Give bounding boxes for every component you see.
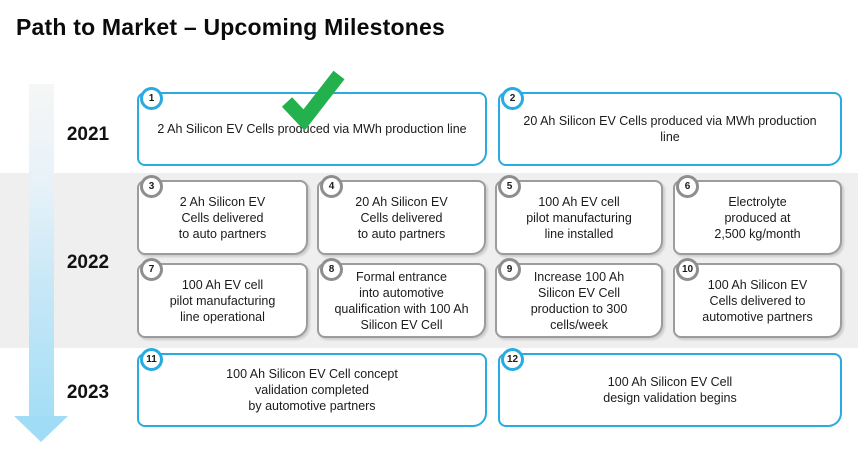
milestone-number-badge: 10: [676, 258, 699, 281]
milestone-number-badge: 9: [498, 258, 521, 281]
year-label-2023: 2023: [66, 382, 110, 403]
milestone-box-12: 12 100 Ah Silicon EV Cell design validat…: [498, 348, 842, 427]
milestone-box-8: 8 Formal entrance into automotive qualif…: [317, 258, 486, 338]
milestone-box-3: 3 2 Ah Silicon EV Cells delivered to aut…: [137, 175, 308, 255]
year-label-2021: 2021: [66, 124, 110, 145]
milestone-box-6: 6 Electrolyte produced at 2,500 kg/month: [673, 175, 842, 255]
milestone-text: 100 Ah EV cell pilot manufacturing line …: [526, 194, 632, 241]
slide-title: Path to Market – Upcoming Milestones: [16, 14, 445, 40]
milestone-text: 2 Ah Silicon EV Cells delivered to auto …: [178, 194, 267, 241]
milestone-box-2: 2 20 Ah Silicon EV Cells produced via MW…: [498, 87, 842, 166]
milestone-box-10: 10 100 Ah Silicon EV Cells delivered to …: [673, 258, 842, 338]
milestone-text: Increase 100 Ah Silicon EV Cell producti…: [530, 269, 628, 332]
milestone-text: 100 Ah Silicon EV Cells delivered to aut…: [702, 277, 813, 324]
milestone-number-badge: 6: [676, 175, 699, 198]
milestone-number-badge: 5: [498, 175, 521, 198]
green-checkmark-icon: [281, 70, 345, 130]
milestone-number-badge: 1: [140, 87, 163, 110]
milestone-text: Electrolyte produced at 2,500 kg/month: [714, 194, 801, 241]
year-label-2022: 2022: [66, 252, 110, 273]
milestone-number-badge: 2: [501, 87, 524, 110]
milestone-box-5: 5 100 Ah EV cell pilot manufacturing lin…: [495, 175, 663, 255]
milestone-number-badge: 8: [320, 258, 343, 281]
milestone-text: Formal entrance into automotive qualific…: [334, 269, 469, 332]
milestone-number-badge: 3: [140, 175, 163, 198]
milestone-box-11: 11 100 Ah Silicon EV Cell concept valida…: [137, 348, 487, 427]
milestone-text: 20 Ah Silicon EV Cells delivered to auto…: [355, 194, 448, 241]
timeline-arrow-head-icon: [14, 416, 68, 442]
milestone-box-9: 9 Increase 100 Ah Silicon EV Cell produc…: [495, 258, 663, 338]
milestone-text: 20 Ah Silicon EV Cells produced via MWh …: [523, 114, 817, 144]
milestone-number-badge: 7: [140, 258, 163, 281]
milestone-number-badge: 4: [320, 175, 343, 198]
milestone-text: 100 Ah Silicon EV Cell concept validatio…: [226, 367, 398, 413]
milestone-text: 2 Ah Silicon EV Cells produced via MWh p…: [157, 122, 467, 136]
milestone-number-badge: 12: [501, 348, 524, 371]
milestone-number-badge: 11: [140, 348, 163, 371]
milestone-box-4: 4 20 Ah Silicon EV Cells delivered to au…: [317, 175, 486, 255]
milestone-text: 100 Ah Silicon EV Cell design validation…: [603, 375, 737, 405]
milestone-box-7: 7 100 Ah EV cell pilot manufacturing lin…: [137, 258, 308, 338]
timeline-arrow-shaft: [29, 84, 54, 417]
milestone-text: 100 Ah EV cell pilot manufacturing line …: [169, 277, 276, 324]
